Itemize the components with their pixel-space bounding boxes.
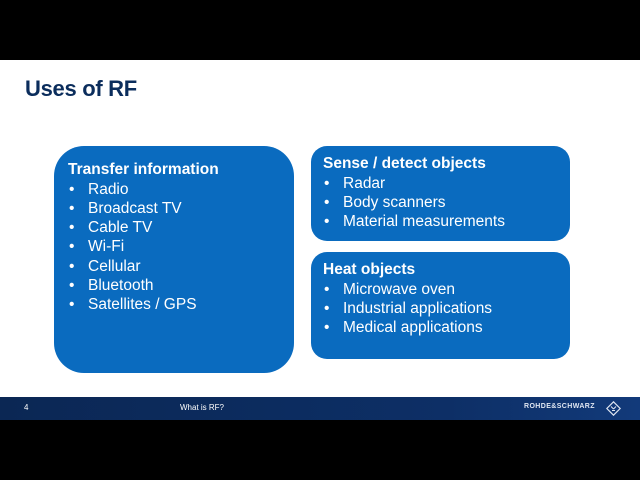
page-number: 4 [24, 403, 29, 412]
list-item-label: Industrial applications [343, 299, 493, 317]
bullet-icon: • [69, 180, 75, 198]
bullet-icon: • [69, 296, 75, 314]
list-item: • Radio [68, 180, 219, 199]
bullet-icon: • [69, 219, 75, 237]
list-item: • Radar [323, 174, 505, 193]
list-item: • Cellular [68, 257, 219, 276]
bullet-icon: • [324, 319, 330, 337]
list-item-label: Bluetooth [88, 276, 154, 294]
list-item-label: Body scanners [343, 193, 446, 211]
list-item-label: Wi-Fi [88, 238, 125, 256]
rohde-schwarz-logo-icon [606, 401, 621, 416]
transfer-information-content: Transfer information • Radio • Broadcast T… [68, 160, 219, 315]
heat-objects-content: Heat objects • Microwave oven • Industrial… [323, 260, 492, 337]
list-item: • Broadcast TV [68, 199, 219, 218]
list-item: • Body scanners [323, 193, 505, 212]
list-item: • Industrial applications [323, 299, 492, 318]
bullet-icon: • [324, 193, 330, 211]
bullet-icon: • [69, 257, 75, 275]
sense-detect-heading: Sense / detect objects [323, 155, 486, 172]
list-item: • Medical applications [323, 318, 492, 337]
transfer-information-box: Transfer information • Radio • Broadcast T… [54, 146, 294, 373]
bullet-icon: • [69, 199, 75, 217]
bullet-icon: • [324, 174, 330, 192]
list-item-label: Satellites / GPS [88, 296, 197, 314]
sense-detect-content: Sense / detect objects • Radar • Body scan… [323, 154, 505, 231]
list-item: • Microwave oven [323, 280, 492, 299]
bullet-icon: • [324, 280, 330, 298]
list-item-label: Material measurements [343, 213, 505, 231]
footer-title: What is RF? [180, 403, 225, 412]
slide: Uses of RF Transfer information • Radio •… [0, 60, 640, 420]
bullet-icon: • [324, 299, 330, 317]
slide-footer: 4 What is RF? ROHDE&SCHWARZ [0, 397, 640, 420]
list-item: • Wi-Fi [68, 237, 219, 256]
sense-detect-list: • Radar • Body scanners • Material measurem… [323, 174, 505, 232]
list-item-label: Cellular [88, 257, 141, 275]
transfer-information-list: • Radio • Broadcast TV • Cable TV • Wi-Fi • C… [68, 180, 219, 315]
heat-objects-list: • Microwave oven • Industrial applications… [323, 280, 492, 338]
list-item-label: Cable TV [88, 219, 153, 237]
sense-detect-box: Sense / detect objects • Radar • Body scan… [311, 146, 570, 241]
heat-objects-box: Heat objects • Microwave oven • Industrial… [311, 252, 570, 359]
list-item-label: Microwave oven [343, 280, 455, 298]
transfer-information-heading: Transfer information [68, 161, 219, 178]
heat-objects-heading: Heat objects [323, 261, 416, 278]
list-item-label: Radio [88, 180, 129, 198]
brand-name: ROHDE&SCHWARZ [524, 403, 595, 410]
list-item: • Material measurements [323, 212, 505, 231]
list-item: • Satellites / GPS [68, 295, 219, 314]
bullet-icon: • [69, 276, 75, 294]
list-item: • Bluetooth [68, 276, 219, 295]
list-item: • Cable TV [68, 218, 219, 237]
bullet-icon: • [69, 238, 75, 256]
list-item-label: Medical applications [343, 319, 483, 337]
list-item-label: Broadcast TV [88, 199, 182, 217]
bullet-icon: • [324, 213, 330, 231]
list-item-label: Radar [343, 174, 386, 192]
slide-title: Uses of RF [25, 76, 137, 101]
